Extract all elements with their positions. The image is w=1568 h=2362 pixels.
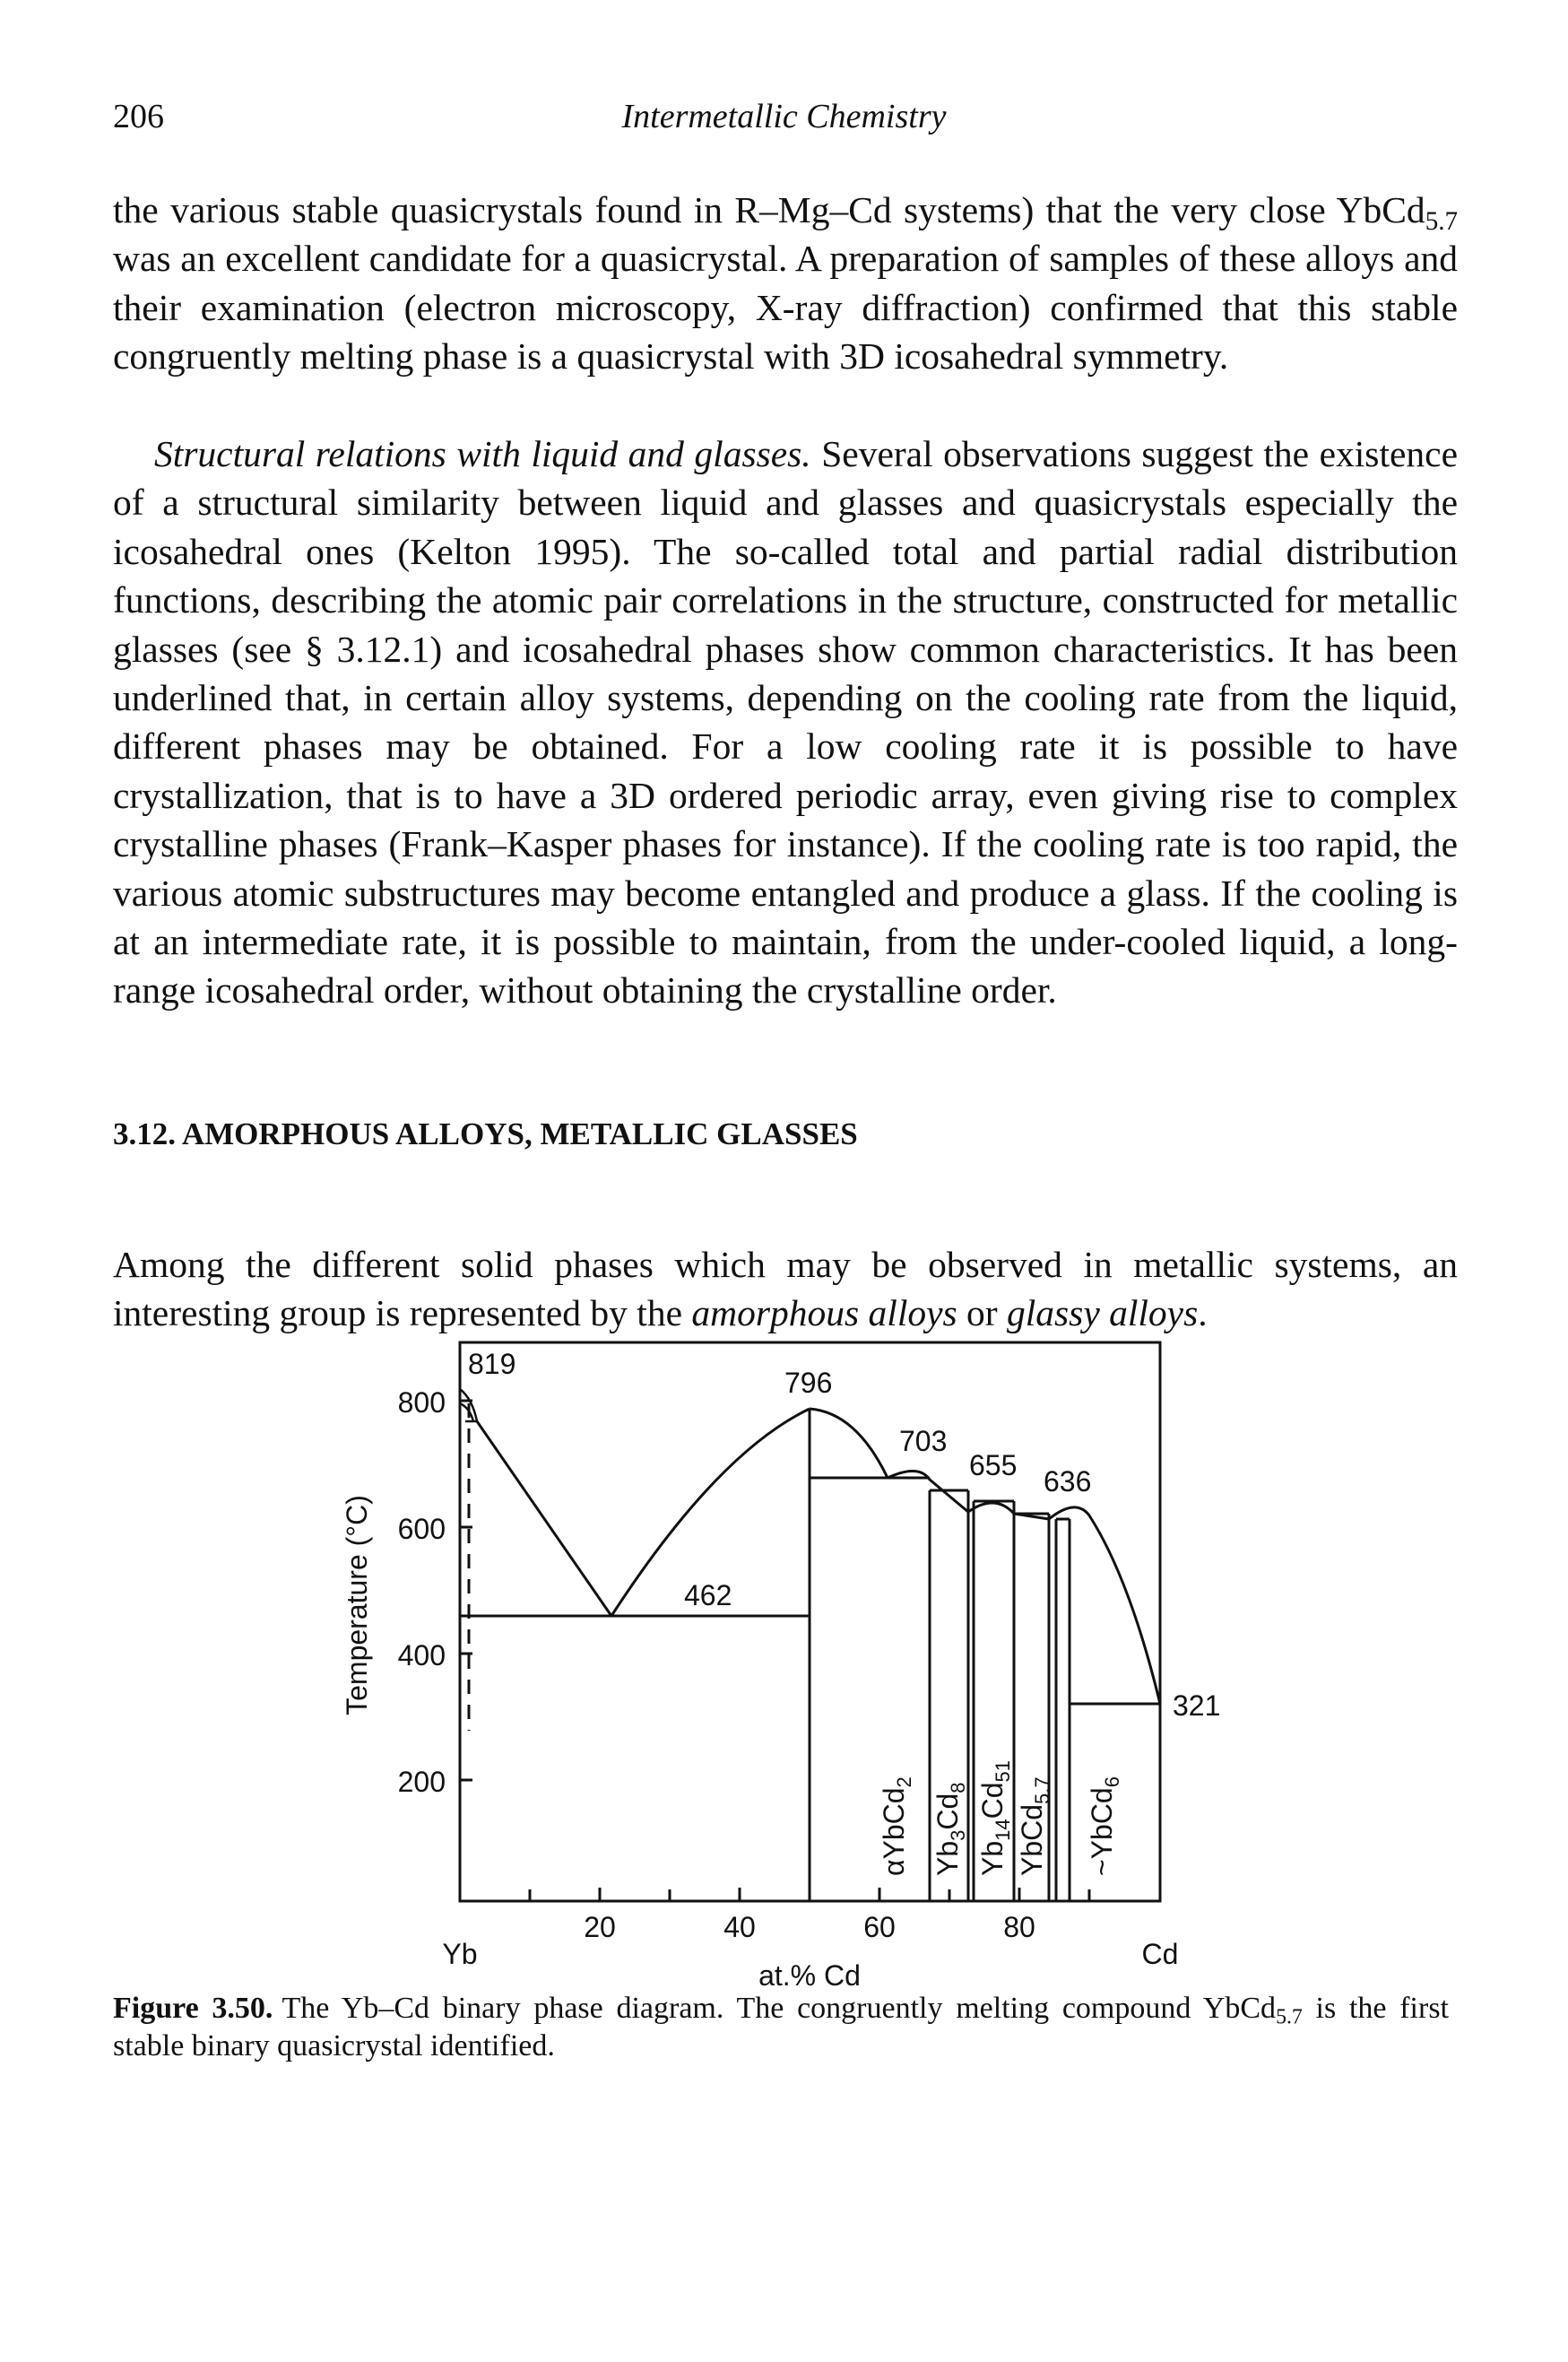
x-axis: 20 40 60 80 Yb Cd at.% Cd xyxy=(442,1888,1178,1992)
temp-label-636: 636 xyxy=(1044,1465,1091,1498)
y-axis-label: Temperature (°C) xyxy=(341,1495,373,1715)
phase-label-ybcd57-sub: 5.7 xyxy=(1031,1776,1053,1804)
y-axis: 800 600 400 200 Temperature (°C) xyxy=(341,1386,472,1798)
temp-label-796: 796 xyxy=(784,1367,832,1399)
phase-label-ybcd57-text: YbCd xyxy=(1016,1804,1048,1876)
paragraph3-italic-a: amorphous alloys xyxy=(691,1292,957,1334)
phase-label-yb3cd8-sub-b: 8 xyxy=(947,1782,969,1793)
y-tick-label-800: 800 xyxy=(398,1386,446,1419)
yb-melting-inner xyxy=(459,1402,475,1422)
temp-label-703: 703 xyxy=(899,1425,947,1457)
phase-label-yb3cd8-b: Cd xyxy=(931,1793,964,1830)
phase-label-yb3cd8-sub-a: 3 xyxy=(947,1830,969,1841)
paragraph3-text-b: or xyxy=(957,1292,1007,1334)
x-tick-label-20: 20 xyxy=(584,1911,616,1943)
x-tick-label-40: 40 xyxy=(723,1911,756,1943)
temp-label-655: 655 xyxy=(969,1449,1017,1481)
phase-label-yb14cd51-sub-b: 51 xyxy=(992,1760,1014,1782)
liquidus-rising-to-796 xyxy=(610,1407,810,1617)
phase-label-yb14cd51-b: Cd xyxy=(976,1782,1009,1819)
phase-label-yb3cd8: Yb3Cd8 xyxy=(931,1782,969,1876)
temp-label-462: 462 xyxy=(684,1579,732,1611)
paragraph1-text-a: the various stable quasicrystals found i… xyxy=(113,189,1425,230)
caption-subscript: 5.7 xyxy=(1276,2005,1303,2029)
phase-label-yb14cd51-sub-a: 14 xyxy=(992,1819,1014,1840)
paragraph2-lead: Structural relations with liquid and gla… xyxy=(154,433,811,474)
phase-label-yb14cd51: Yb14Cd51 xyxy=(976,1760,1014,1876)
phase-label-ybcd2-sub: 2 xyxy=(893,1776,915,1787)
paragraph3-text-a: Among the different solid phases which m… xyxy=(113,1244,1458,1334)
phase-label-ybcd6-sub: 6 xyxy=(1101,1776,1123,1787)
liquidus-bump-703 xyxy=(887,1470,969,1514)
section-heading: 3.12. AMORPHOUS ALLOYS, METALLIC GLASSES xyxy=(113,1116,858,1151)
paragraph2-body: Several observations suggest the existen… xyxy=(113,433,1458,1012)
temp-label-321: 321 xyxy=(1173,1689,1220,1722)
figure-caption: Figure 3.50. The Yb–Cd binary phase diagr… xyxy=(113,1990,1449,2065)
paragraph1-subscript: 5.7 xyxy=(1425,207,1458,237)
y-tick-label-400: 400 xyxy=(398,1639,446,1672)
page-number: 206 xyxy=(113,98,164,135)
phase-label-yb3cd8-a: Yb xyxy=(931,1841,964,1876)
liquidus-cd-side xyxy=(1048,1506,1162,1705)
x-tick-label-60: 60 xyxy=(863,1911,896,1943)
x-left-element-label: Yb xyxy=(442,1938,477,1970)
paragraph1-text-b: was an excellent candidate for a quasicr… xyxy=(113,238,1458,378)
phase-label-yb14cd51-a: Yb xyxy=(976,1841,1009,1876)
caption-text-a: The Yb–Cd binary phase diagram. The cong… xyxy=(282,1992,1277,2025)
y-tick-label-600: 600 xyxy=(398,1513,446,1545)
paragraph-quasicrystal-candidate: the various stable quasicrystals found i… xyxy=(113,186,1458,381)
liquidus-yb-side xyxy=(475,1420,613,1617)
phase-label-ybcd6-text: ~YbCd xyxy=(1086,1787,1118,1876)
temp-label-819: 819 xyxy=(468,1348,515,1380)
liquidus-bump-655 xyxy=(967,1501,1050,1521)
y-tick-label-200: 200 xyxy=(398,1766,446,1798)
x-tick-label-80: 80 xyxy=(1003,1911,1035,1943)
phase-label-ybcd57: YbCd5.7 xyxy=(1016,1776,1053,1876)
phase-label-ybcd2: αYbCd2 xyxy=(878,1776,915,1876)
paragraph3-italic-b: glassy alloys xyxy=(1007,1292,1199,1334)
caption-text-b: is the first stable binary quasicrystal … xyxy=(113,1992,1449,2062)
running-title: Intermetallic Chemistry xyxy=(621,98,947,135)
x-axis-label: at.% Cd xyxy=(758,1959,861,1992)
paragraph-structural-relations: Structural relations with liquid and gla… xyxy=(113,430,1458,1015)
phase-label-ybcd6: ~YbCd6 xyxy=(1086,1776,1123,1876)
paragraph-amorphous-alloys: Among the different solid phases which m… xyxy=(113,1240,1458,1338)
x-right-element-label: Cd xyxy=(1142,1938,1179,1970)
yb-melting-corner xyxy=(459,1388,479,1423)
phase-label-ybcd2-text: αYbCd xyxy=(878,1787,910,1876)
paragraph3-text-c: . xyxy=(1198,1292,1208,1334)
caption-label: Figure 3.50. xyxy=(113,1992,273,2025)
liquidus-dome-796 xyxy=(809,1407,889,1479)
